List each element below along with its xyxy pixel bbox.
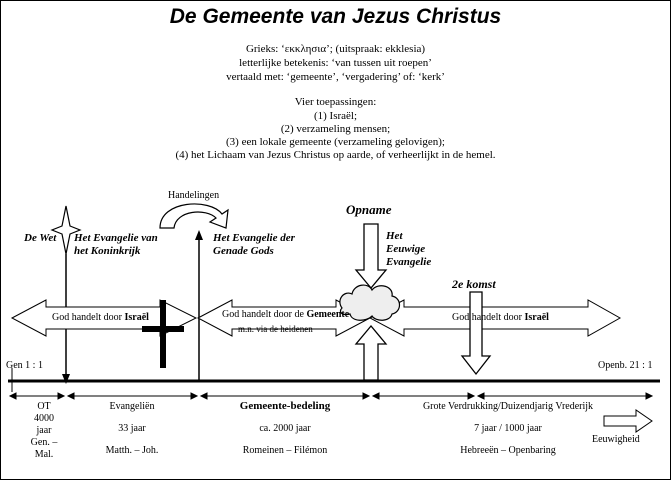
period-arrow-ot (8, 392, 66, 400)
period-verdrukking-line-3: Hebreeën – Openbaring (460, 445, 556, 456)
period-evangelien-line-2: 33 jaar (118, 423, 146, 434)
application-4: (4) het Lichaam van Jezus Christus op aa… (175, 149, 496, 161)
openb-label: Openb. 21 : 1 (598, 360, 653, 371)
handelingen-curved-arrow (159, 203, 229, 229)
eeuwigheid-arrow (603, 409, 653, 433)
intro-line-2: letterlijke betekenis: ‘van tussen uit r… (239, 57, 432, 69)
period-gemeente: Gemeente-bedeling ca. 2000 jaar Romeinen… (203, 400, 367, 457)
tweede-komst-arrow (460, 291, 492, 376)
application-2: (2) verzameling mensen; (280, 123, 391, 135)
cross-icon (160, 300, 166, 368)
gen-label: Gen 1 : 1 (6, 360, 43, 371)
period-ot-line-4: Gen. – (30, 437, 58, 448)
evangelie-genade-line-1: Het Evangelie der (213, 232, 295, 244)
opname-label: Opname (346, 202, 392, 217)
israel-right-arrow (368, 299, 622, 337)
evangelie-koninkrijk-line-2: het Koninkrijk (74, 245, 141, 257)
period-verdrukking: Grote Verdrukking/Duizendjarig Vrederijk… (380, 401, 636, 456)
intro-line-3: vertaald met: ‘gemeente’, ‘vergadering’ … (226, 71, 445, 83)
evangelie-koninkrijk-line-1: Het Evangelie van (74, 232, 158, 244)
period-gemeente-line-1: Gemeente-bedeling (239, 400, 331, 412)
period-gemeente-line-3: Romeinen – Filémon (242, 445, 328, 456)
de-wet-arrowhead (62, 374, 70, 384)
eeuwige-evangelie-line-3: Evangelie (386, 256, 432, 268)
cloud-icon (339, 284, 401, 321)
period-evangelien-line-3: Matth. – Joh. (105, 445, 159, 456)
period-verdrukking-line-1: Grote Verdrukking/Duizendjarig Vrederijk (422, 401, 594, 412)
period-ot-line-5: Mal. (34, 449, 54, 460)
gemeente-text: God handelt door de Gemeente (222, 309, 350, 320)
tweede-komst-label: 2e komst (452, 277, 496, 291)
period-ot-line-3: jaar (36, 425, 52, 436)
period-arrow-gemeente (199, 392, 371, 400)
period-evangelien: Evangeliën 33 jaar Matth. – Joh. (70, 401, 194, 456)
israel-right-text: God handelt door Israël (452, 312, 549, 323)
period-verdrukking-line-2: 7 jaar / 1000 jaar (474, 423, 542, 434)
israel-left-text: God handelt door Israël (52, 312, 149, 323)
period-evangelien-line-1: Evangeliën (109, 401, 155, 412)
heidenen-text: m.n. via de heidenen (238, 324, 313, 334)
handelingen-label: Handelingen (168, 190, 220, 201)
eeuwigheid-label: Eeuwigheid (592, 434, 640, 445)
de-wet-label: De Wet (24, 232, 57, 244)
period-arrow-verdrukking (371, 392, 654, 400)
evangelie-genade-line-2: Genade Gods (213, 245, 274, 257)
opname-down-arrow (354, 223, 388, 290)
period-arrow-evangelien (66, 392, 199, 400)
opname-up-arrow (354, 324, 388, 381)
application-3: (3) een lokale gemeente (verzameling gel… (226, 136, 445, 148)
period-gemeente-line-2: ca. 2000 jaar (259, 423, 311, 434)
genade-arrowhead (195, 230, 203, 240)
application-1: (1) Israël; (313, 110, 358, 122)
period-ot-line-1: OT (37, 401, 51, 412)
period-ot: OT 4000 jaar Gen. – Mal. (24, 401, 64, 461)
page-title: De Gemeente van Jezus Christus (169, 5, 502, 28)
intro-line-1: Grieks: ‘εκκλησια’; (uitspraak: ekklesia… (245, 43, 426, 55)
period-ot-line-2: 4000 (34, 413, 54, 424)
eeuwige-evangelie-line-2: Eeuwige (386, 243, 426, 255)
applications-heading: Vier toepassingen: (294, 96, 377, 108)
eeuwige-evangelie-line-1: Het (386, 230, 403, 242)
